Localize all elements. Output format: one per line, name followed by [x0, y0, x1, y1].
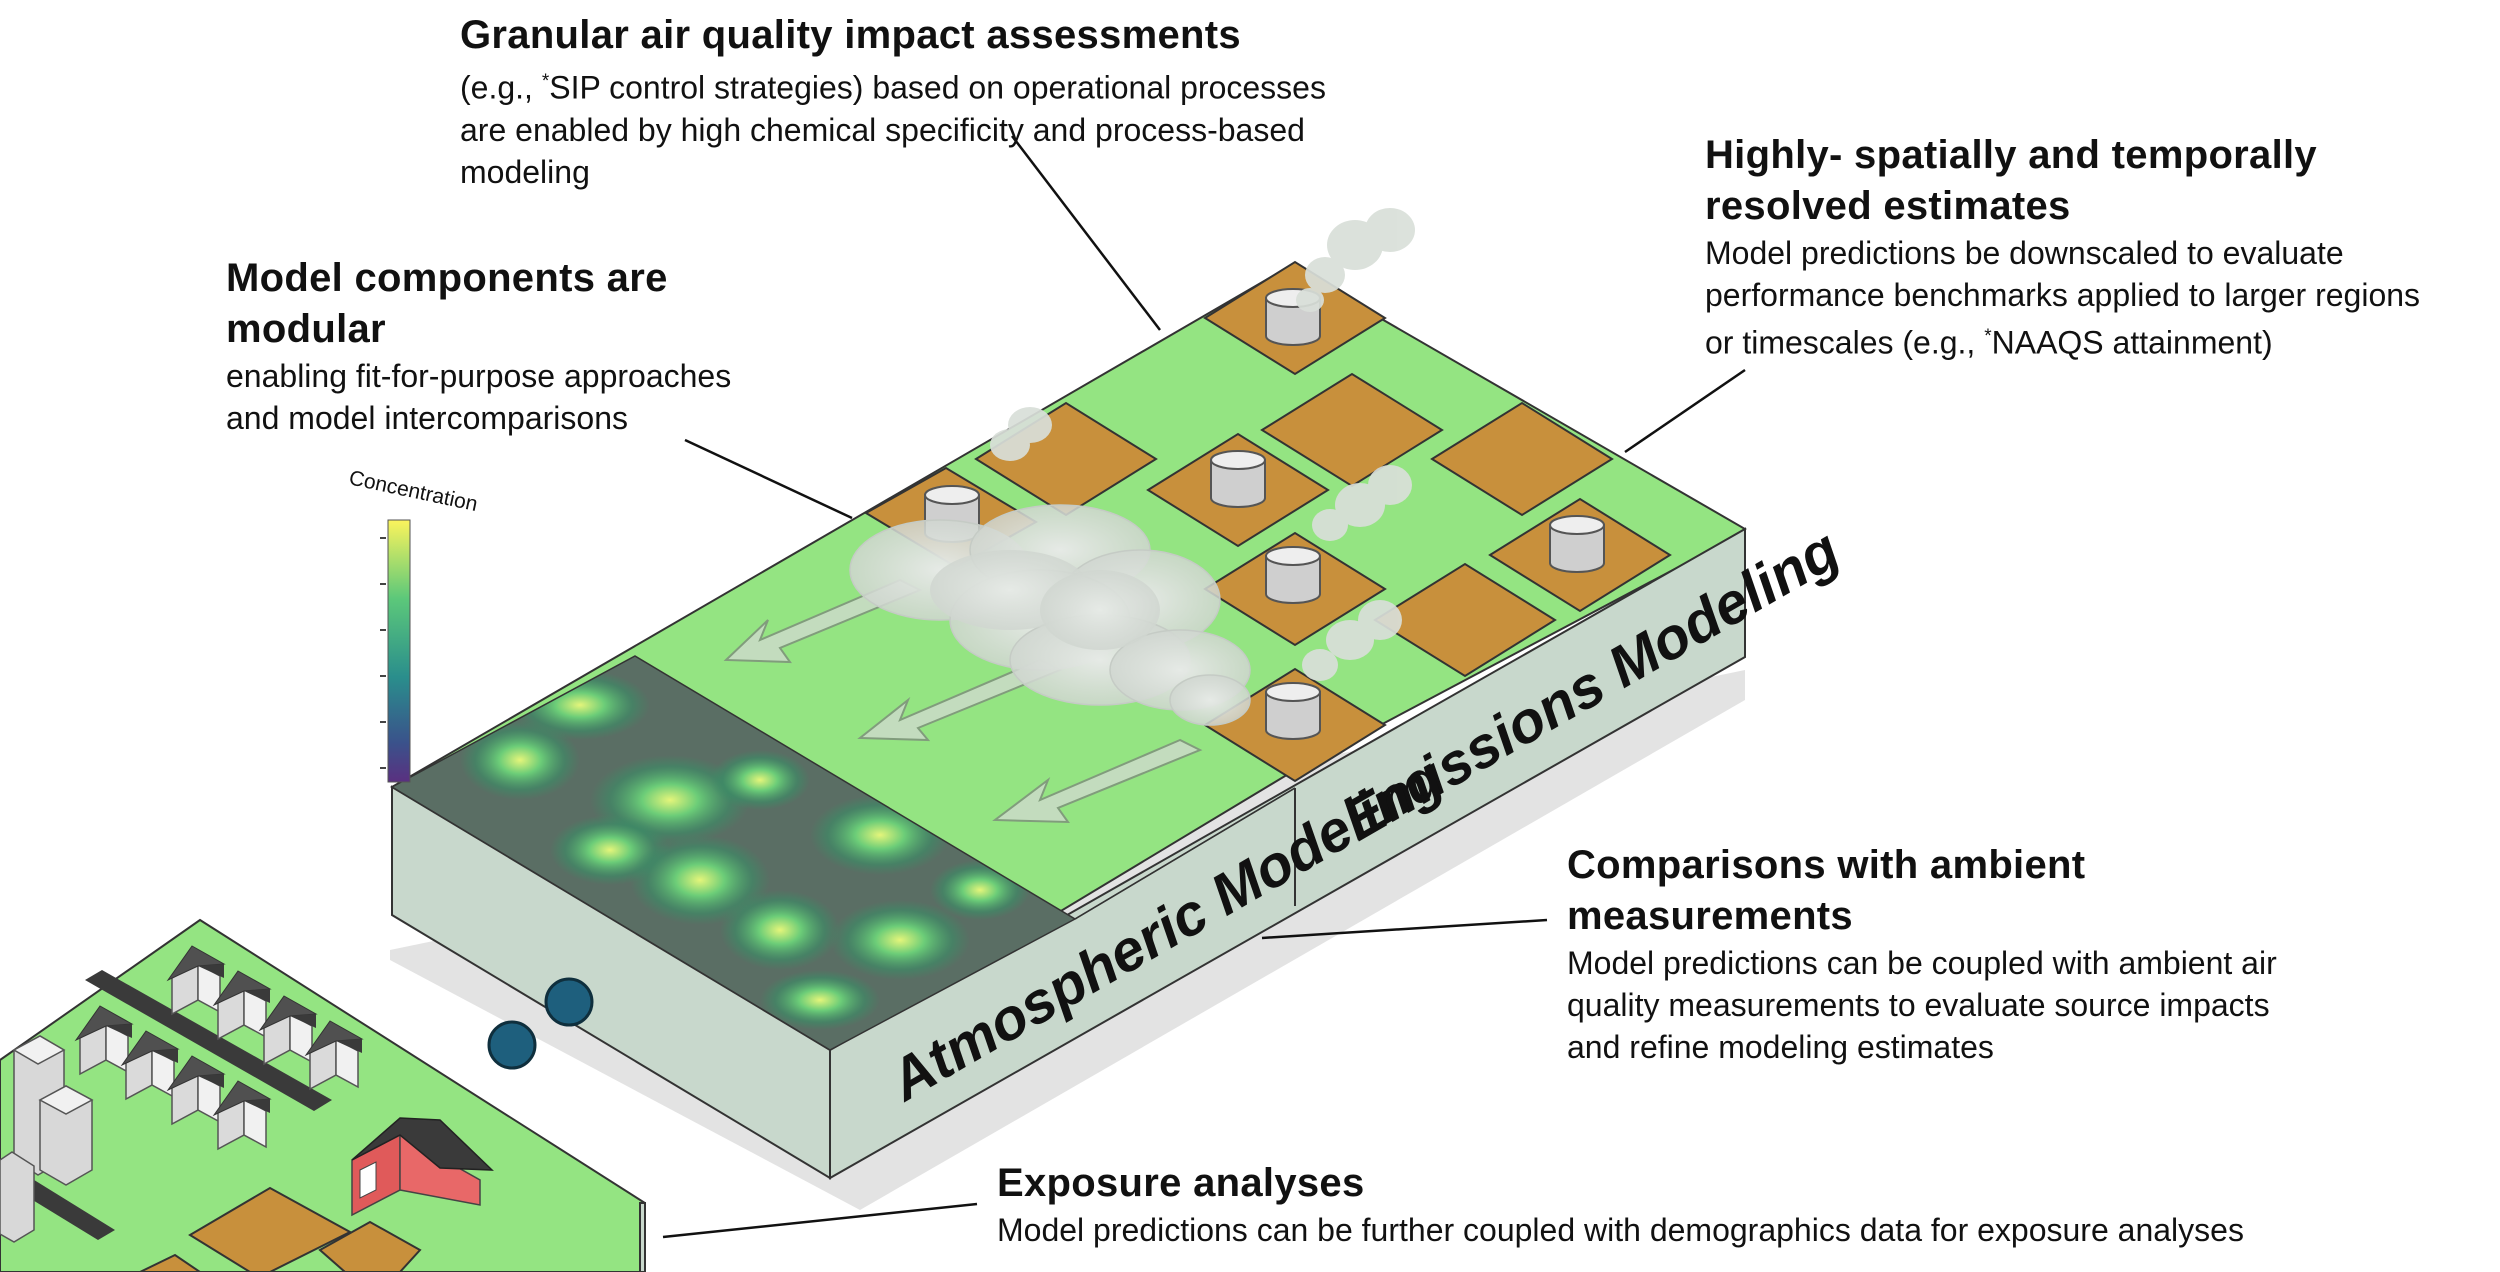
concentration-field: [390, 655, 1077, 1051]
colorbar-ticks: [380, 537, 386, 769]
callout-highly-resolved: Highly- spatially and temporally resolve…: [1705, 130, 2495, 364]
monitor-station: [487, 1020, 537, 1070]
callout-highly-body: Model predictions be downscaled to evalu…: [1705, 235, 2421, 361]
slab-edge-mid: [1074, 787, 1296, 920]
barn: [351, 1117, 494, 1217]
callout-comparisons-title: Comparisons with ambient measurements: [1567, 843, 2086, 938]
callout-modular: Model components are modular enabling fi…: [226, 253, 846, 439]
community-side-face: [639, 1202, 646, 1272]
slab-right-face: [829, 527, 1746, 1180]
transport-arrow: [992, 738, 1203, 824]
colorbar-label: Concentration: [347, 466, 480, 516]
colorbar-gradient: [387, 519, 411, 783]
callout-granular: Granular air quality impact assessments …: [460, 10, 1460, 193]
callout-comparisons: Comparisons with ambient measurements Mo…: [1567, 840, 2387, 1068]
callout-exposure: Exposure analyses Model predictions can …: [997, 1158, 2477, 1251]
storage-tank: [1265, 682, 1321, 740]
farm-field: [139, 1253, 202, 1272]
callout-granular-title: Granular air quality impact assessments: [460, 13, 1241, 57]
callout-modular-body: enabling fit-for-purpose approaches and …: [226, 358, 732, 436]
emission-plume: [849, 504, 1251, 726]
parcel: [1373, 562, 1557, 678]
apartment-building: [0, 1035, 94, 1243]
modular-leader: [684, 438, 853, 520]
granular-leader: [1011, 135, 1161, 331]
leader-lines: [662, 135, 1746, 1239]
callout-modular-title: Model components are modular: [226, 256, 668, 351]
callout-highly-title: Highly- spatially and temporally resolve…: [1705, 133, 2317, 228]
highly-leader: [1624, 368, 1746, 454]
exposure-leader: [662, 1202, 978, 1239]
farm-field: [318, 1220, 422, 1272]
parcel: [1430, 401, 1614, 517]
farm-field: [188, 1186, 353, 1272]
callout-granular-body: (e.g., *SIP control strategies) based on…: [460, 69, 1326, 190]
storage-tank: [1549, 515, 1605, 573]
callout-exposure-title: Exposure analyses: [997, 1161, 1365, 1205]
monitor-station: [544, 977, 594, 1027]
storage-tank: [1210, 450, 1266, 508]
parcel: [1260, 372, 1444, 488]
comparisons-leader: [1261, 918, 1548, 940]
concentration-colorbar: Concentration: [347, 466, 480, 783]
road: [85, 970, 332, 1111]
community-slab: [0, 918, 646, 1272]
smoke-puffs: [990, 208, 1415, 681]
storage-tank: [1265, 546, 1321, 604]
callout-comparisons-body: Model predictions can be coupled with am…: [1567, 945, 2277, 1065]
callout-exposure-body: Model predictions can be further coupled…: [997, 1212, 2244, 1248]
